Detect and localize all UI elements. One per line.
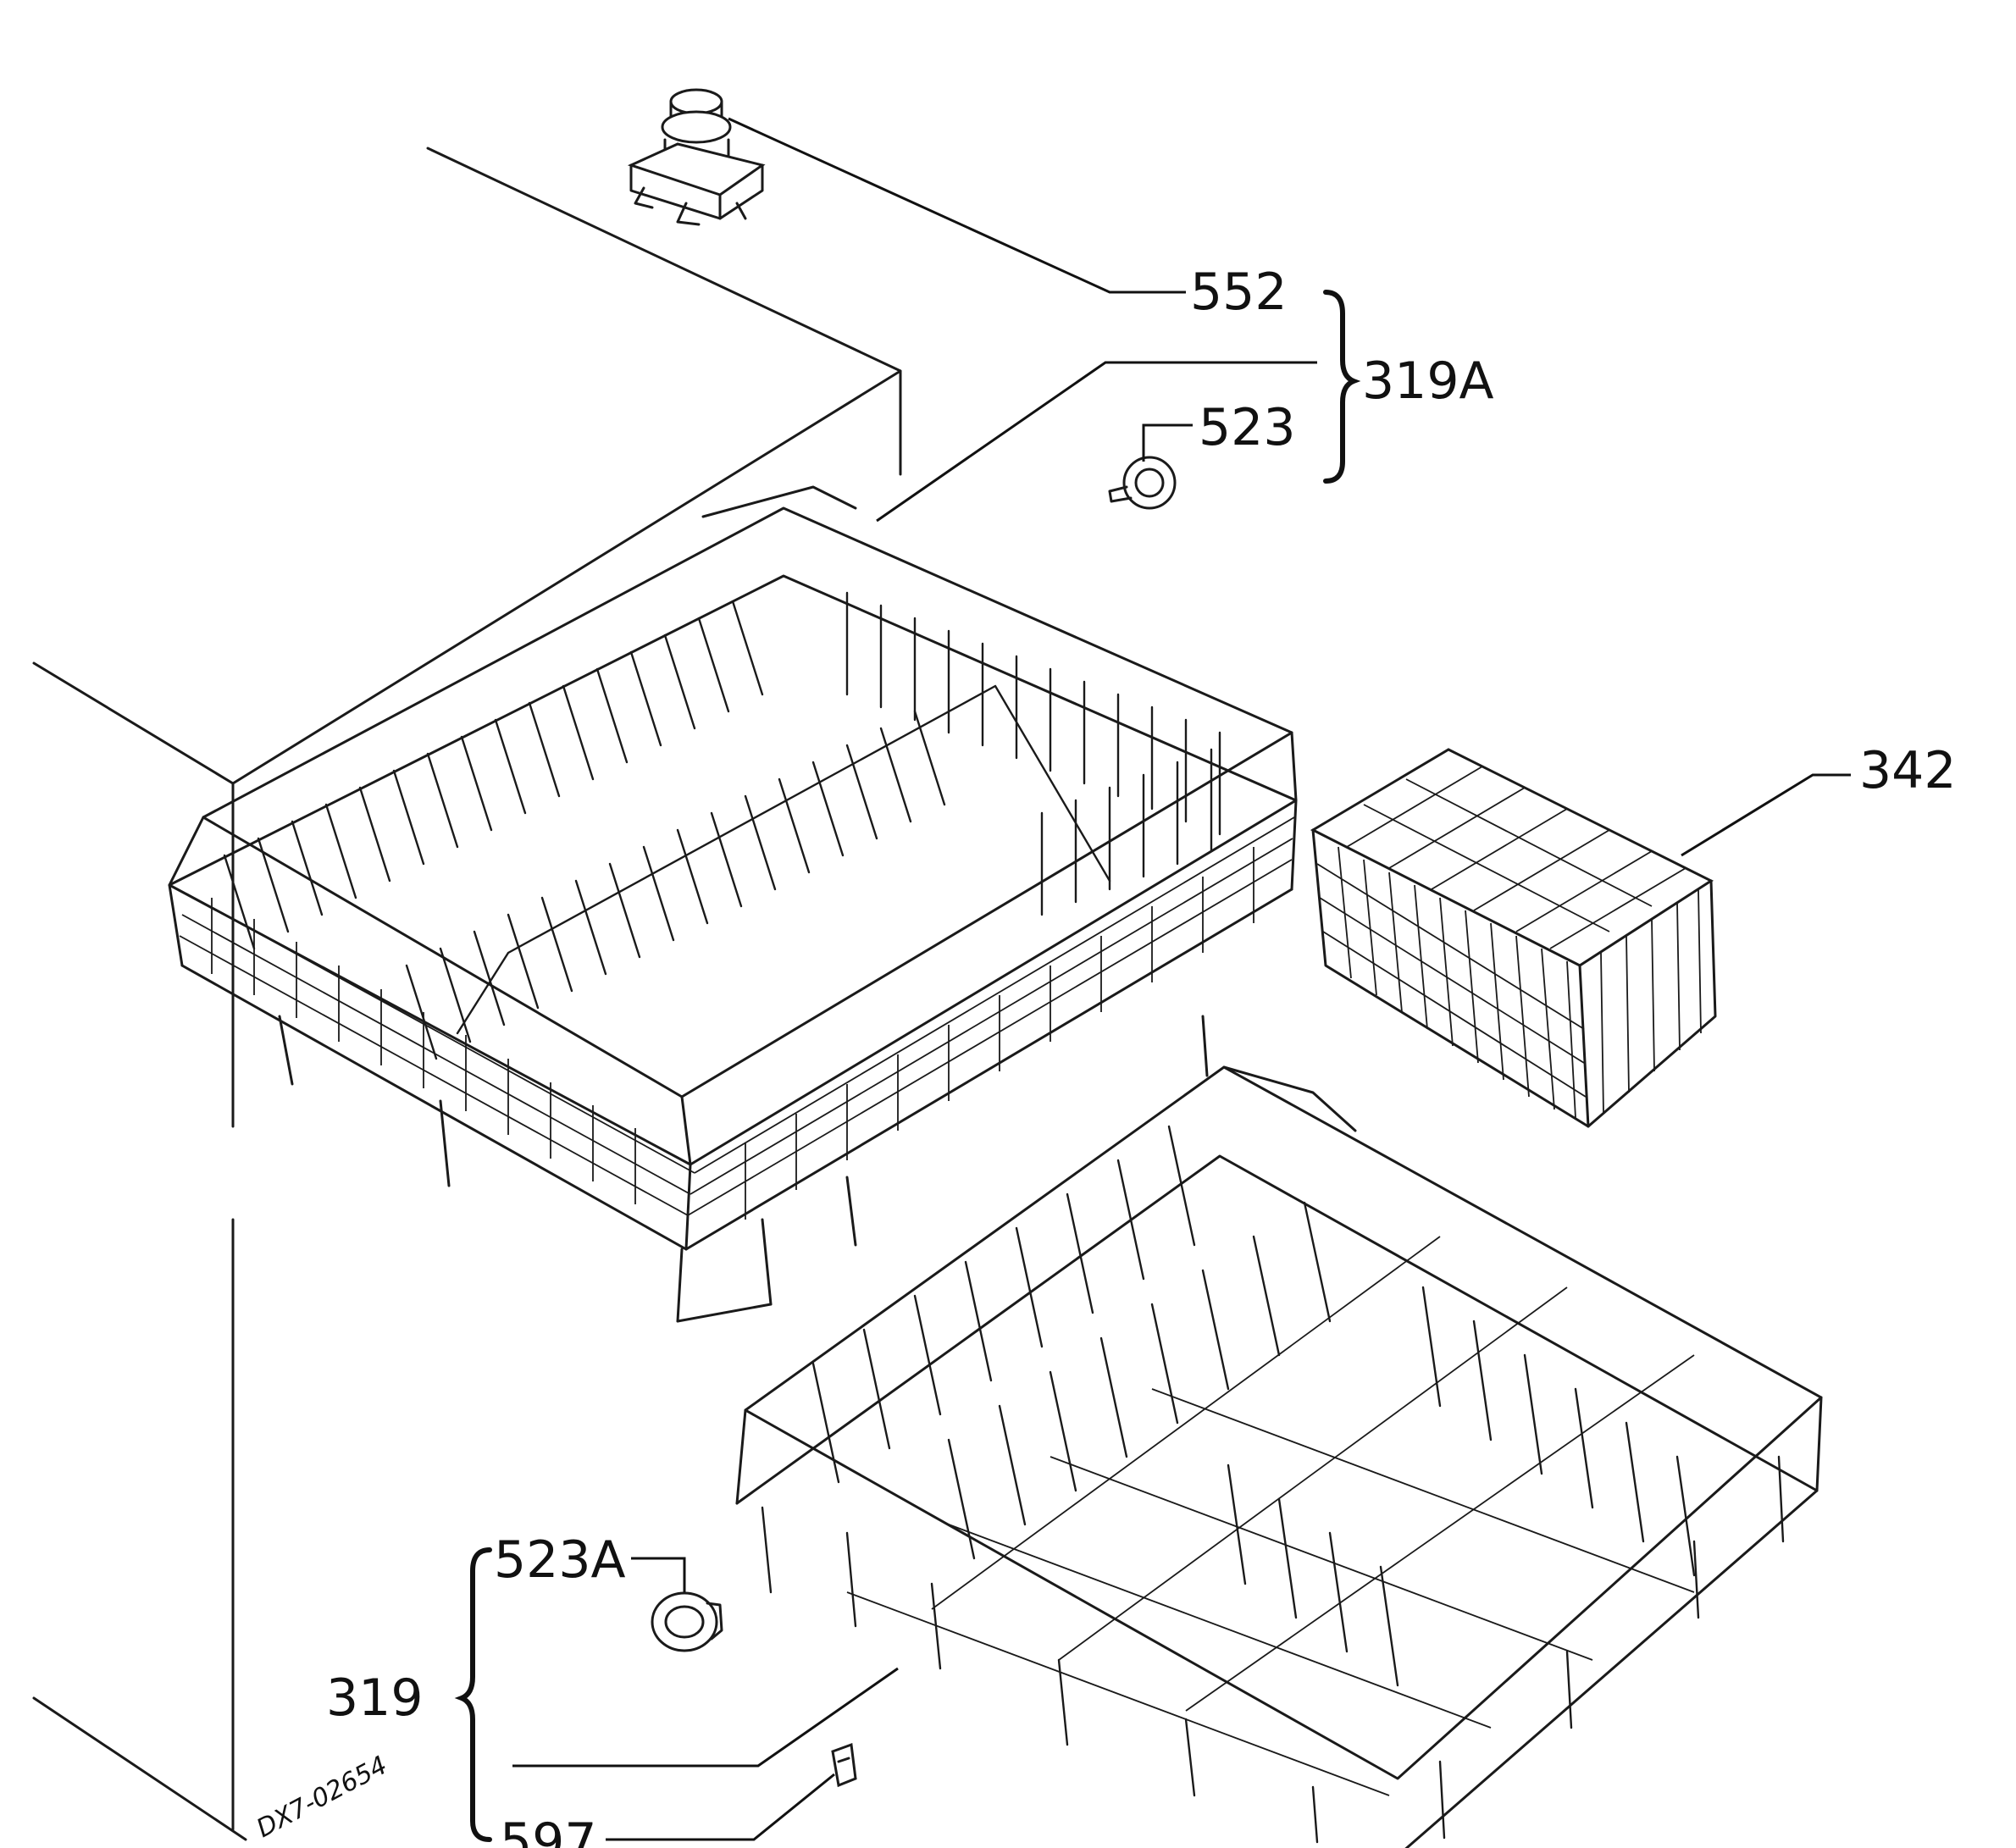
- upper-basket-dividers: [223, 591, 1221, 1060]
- label-342: 342: [1859, 741, 1957, 800]
- label-597: 597: [500, 1812, 597, 1848]
- lower-basket: [735, 1065, 1823, 1848]
- leader-lines: [512, 117, 1851, 1841]
- cutlery-basket-part-342: [1310, 748, 1717, 1128]
- clip-part-597: [831, 1742, 857, 1788]
- upper-basket: [168, 485, 1298, 1323]
- label-552: 552: [1190, 263, 1288, 322]
- label-319A: 319A: [1362, 351, 1494, 411]
- drawing-code: DX7-02654: [252, 1751, 392, 1844]
- lower-basket-grid: [761, 1236, 1785, 1844]
- brace-319: [454, 1547, 492, 1842]
- wheel-holder-part-552: [627, 88, 766, 226]
- upper-basket-grid: [179, 816, 1295, 1220]
- lower-basket-tines: [811, 1125, 1696, 1687]
- label-523: 523: [1199, 398, 1296, 457]
- label-319: 319: [326, 1668, 424, 1728]
- wheel-part-523A: [651, 1591, 723, 1652]
- dishwasher-cabinet: [32, 147, 902, 1841]
- wheel-part-523: [1108, 456, 1177, 510]
- label-523A: 523A: [494, 1530, 626, 1590]
- brace-319A: [1323, 290, 1361, 484]
